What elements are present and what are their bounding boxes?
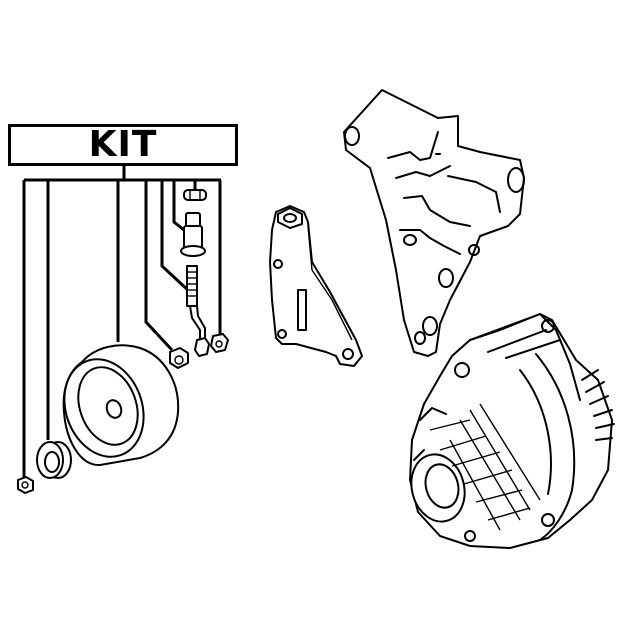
adjusting-bolt-icon: [186, 265, 210, 357]
hex-nut-icon: [169, 347, 189, 369]
cap-nut-icon: [183, 189, 207, 201]
idler-pulley-icon: [62, 344, 180, 467]
mounting-plate-icon: [269, 205, 363, 367]
alternator-icon: [409, 313, 615, 549]
kit-label: KIT: [88, 124, 158, 165]
nut-small-icon: [17, 476, 34, 494]
kit-label-box: KIT: [8, 124, 238, 166]
alternator-bracket-icon: [343, 89, 525, 357]
washer-spacer-icon: [36, 441, 72, 479]
sleeve-collar-icon: [180, 212, 206, 257]
small-nut-right-icon: [210, 333, 229, 353]
kit-leader-lines: [22, 166, 222, 478]
